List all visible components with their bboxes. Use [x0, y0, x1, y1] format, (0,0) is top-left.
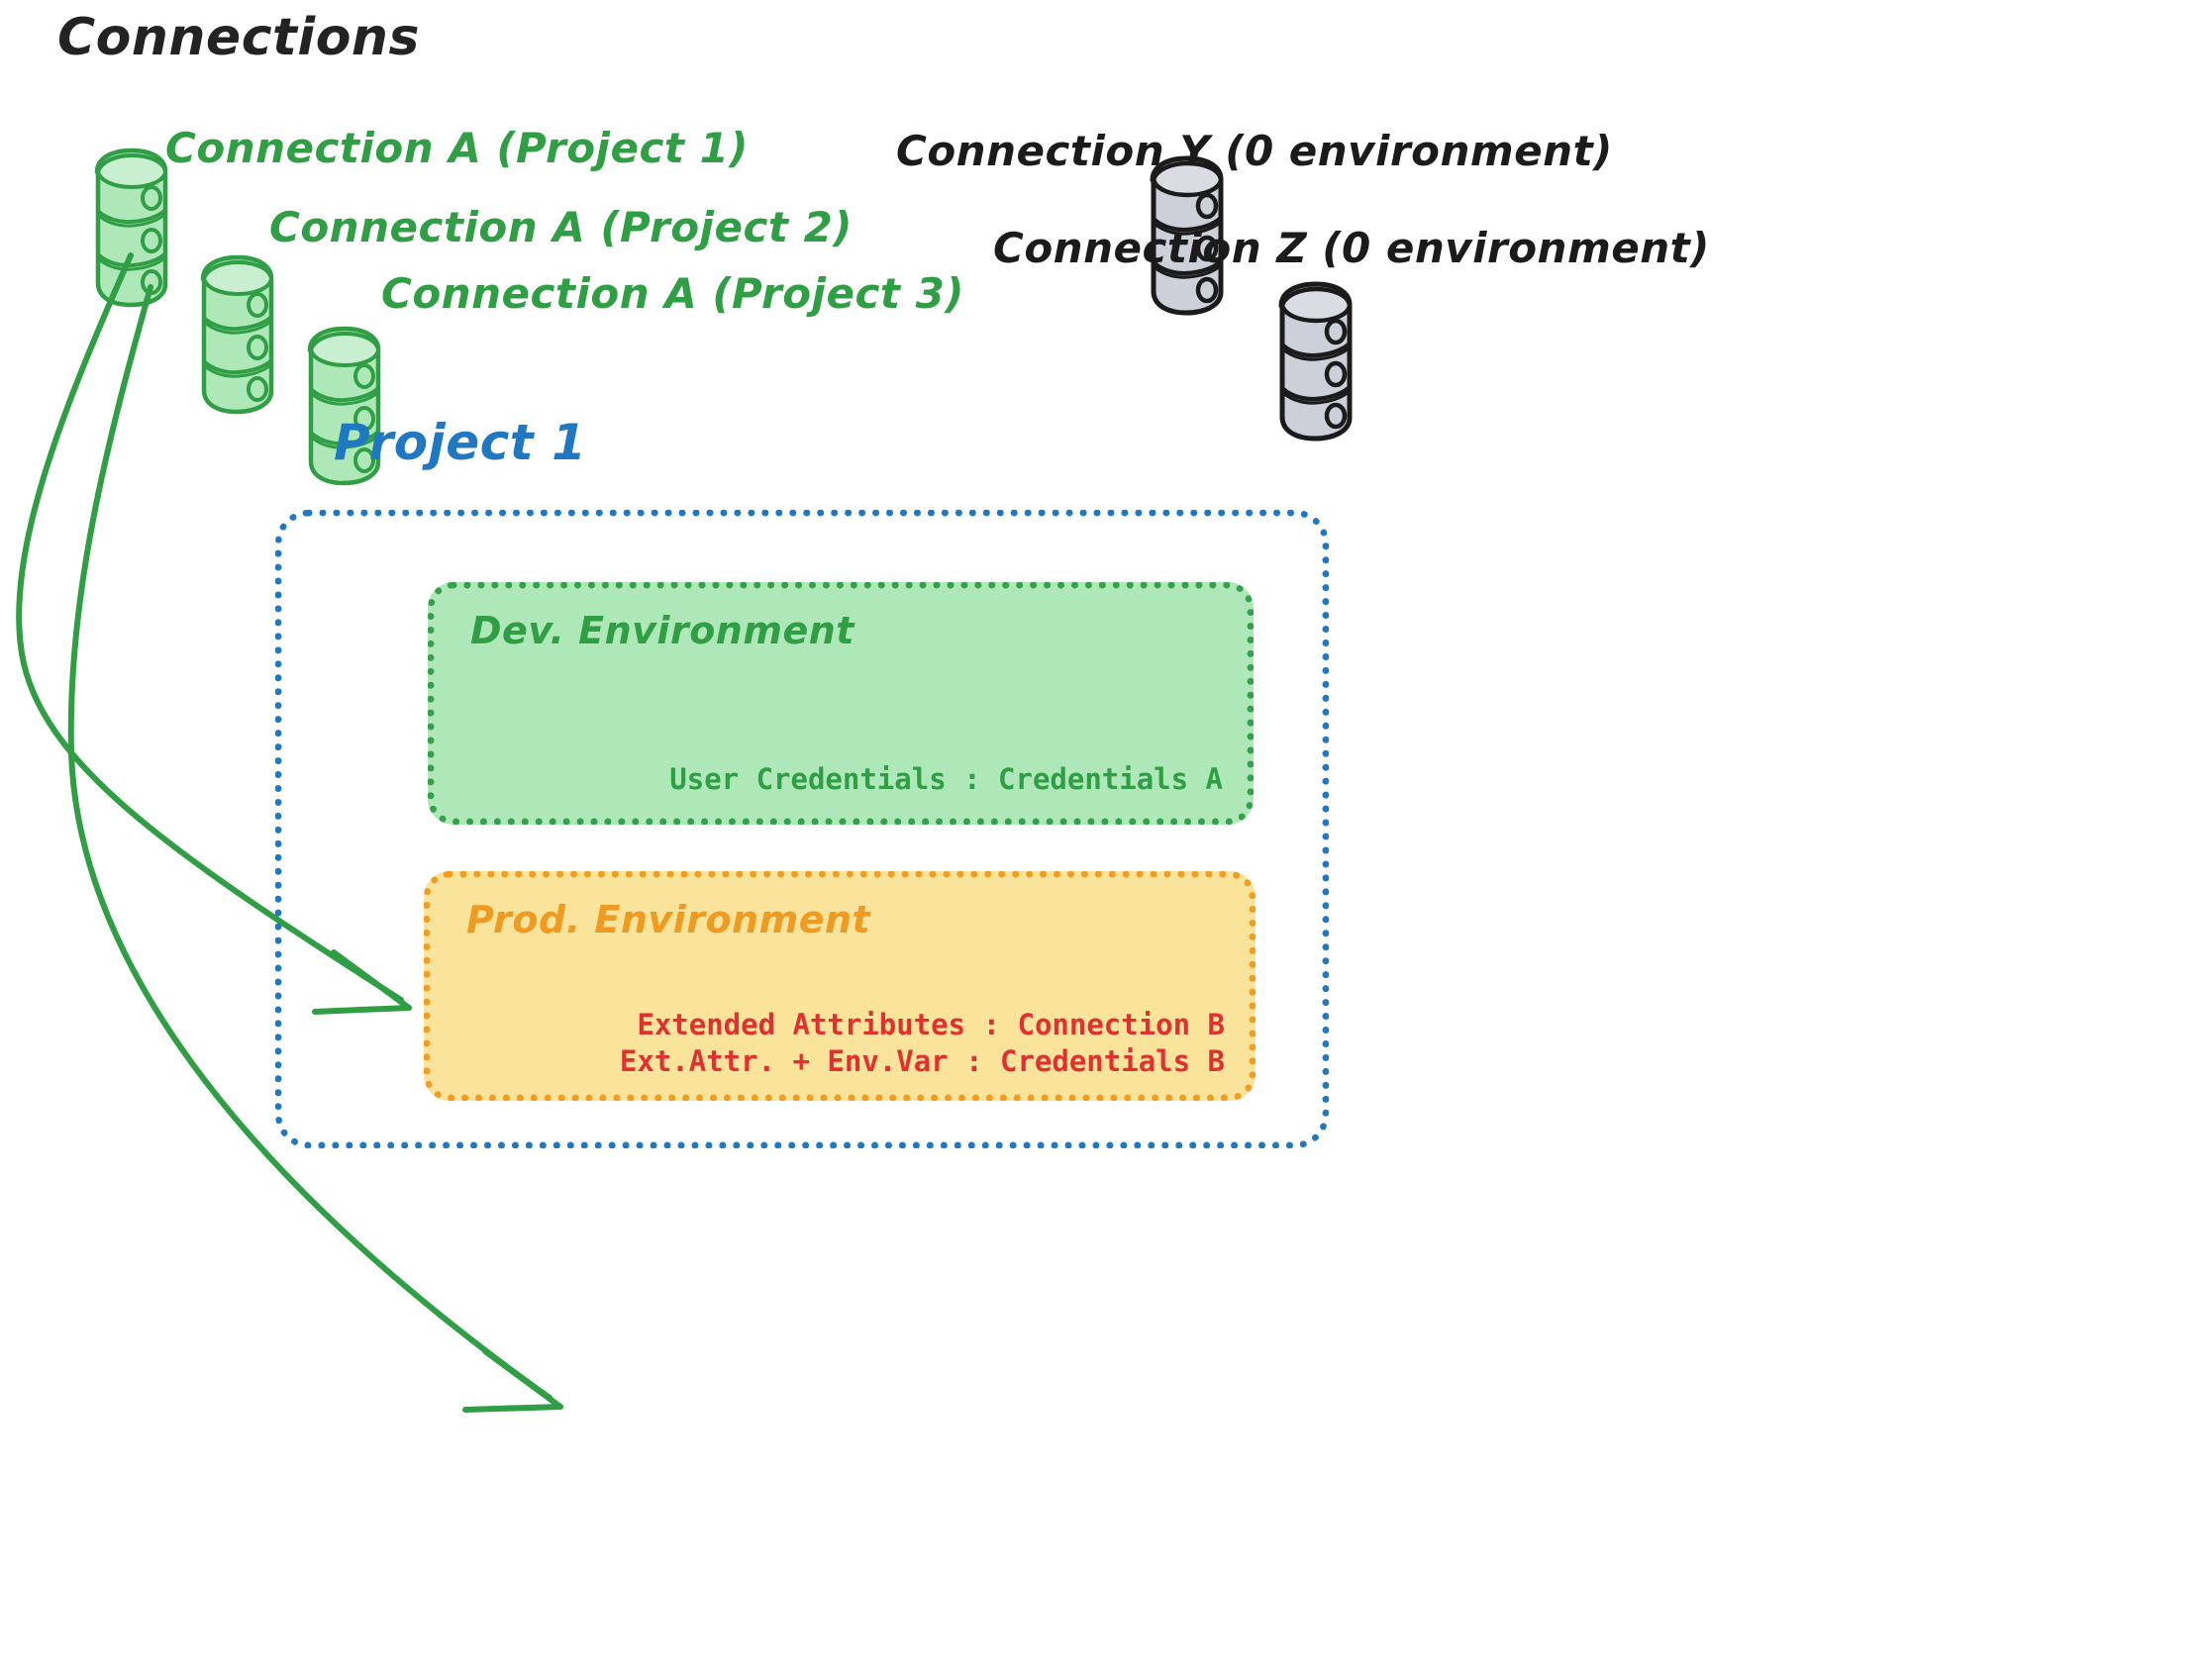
dev-environment-detail-lines: User Credentials : Credentials A — [669, 761, 1223, 798]
prod-environment-line-extended-attributes: Extended Attributes : Connection B — [637, 1007, 1225, 1041]
page-title: Connections — [57, 8, 420, 67]
connection-label-z[interactable]: Connection Z (0 environment) — [993, 224, 1710, 272]
prod-environment-line-ext-attr-env-var: Ext.Attr. + Env.Var : Credentials B — [619, 1043, 1225, 1078]
prod-environment-title: Prod. Environment — [466, 898, 871, 941]
project-container — [275, 510, 1329, 1148]
dev-environment-box[interactable]: Dev. Environment User Credentials : Cred… — [428, 582, 1254, 825]
connection-label-y[interactable]: Connection Y (0 environment) — [896, 127, 1613, 175]
dev-environment-line-user-credentials: User Credentials : Credentials A — [669, 761, 1223, 796]
database-cylinder-icon-connection-z[interactable] — [1278, 281, 1353, 442]
database-cylinder-icon-connection-a-2[interactable] — [200, 254, 274, 415]
prod-environment-detail-lines: Extended Attributes : Connection B Ext.A… — [620, 1007, 1225, 1080]
prod-environment-box[interactable]: Prod. Environment Extended Attributes : … — [424, 871, 1256, 1101]
dev-environment-title: Dev. Environment — [470, 609, 855, 652]
database-cylinder-icon-connection-a-1[interactable] — [94, 148, 168, 308]
project-title: Project 1 — [334, 414, 587, 471]
connection-label-a-project-3[interactable]: Connection A (Project 3) — [381, 269, 964, 318]
connection-label-a-project-1[interactable]: Connection A (Project 1) — [165, 124, 749, 172]
connection-label-a-project-2[interactable]: Connection A (Project 2) — [269, 203, 853, 251]
